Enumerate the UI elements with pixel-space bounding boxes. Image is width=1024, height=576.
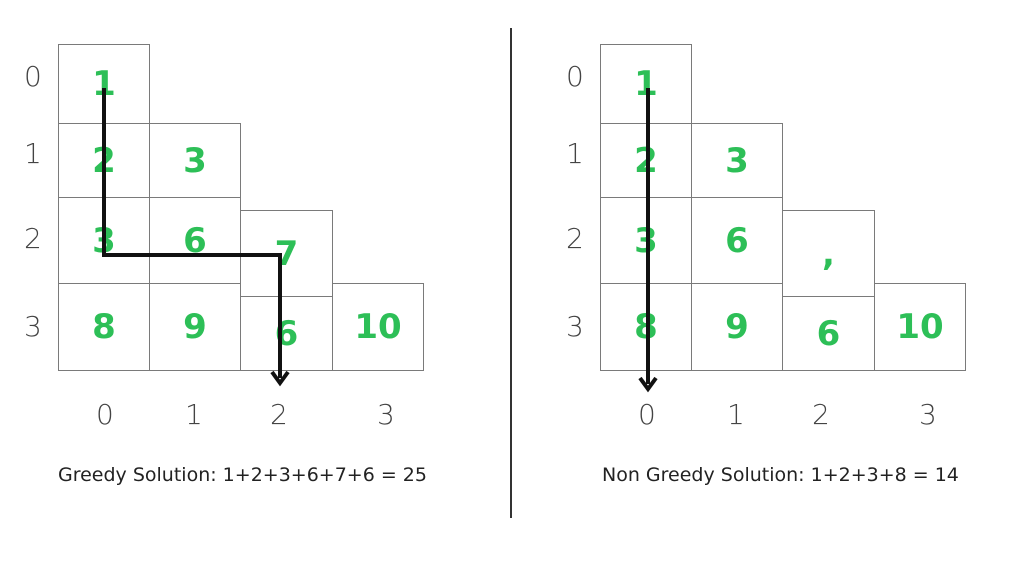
row-label-0: 0	[566, 60, 584, 93]
greedy-caption: Greedy Solution: 1+2+3+6+7+6 = 25	[58, 464, 427, 486]
row-label-3: 3	[566, 310, 584, 343]
cell-r2-c2: ,	[782, 210, 875, 297]
col-label-1: 1	[185, 398, 203, 431]
row-label-3: 3	[24, 310, 42, 343]
row-label-2: 2	[566, 222, 584, 255]
cell-r3-c1: 9	[691, 283, 783, 371]
cell-r1-c1: 3	[149, 123, 241, 198]
cell-r3-c2: 6	[240, 296, 333, 371]
col-label-3: 3	[919, 398, 937, 431]
cell-r3-c1: 9	[149, 283, 241, 371]
cell-r3-c0: 8	[600, 283, 692, 371]
cell-r2-c2: 7	[240, 210, 333, 297]
cell-r0-c0: 1	[600, 44, 692, 124]
row-label-0: 0	[24, 60, 42, 93]
cell-r3-c3: 10	[874, 283, 966, 371]
cell-r3-c2: 6	[782, 296, 875, 371]
row-label-2: 2	[24, 222, 42, 255]
col-label-2: 2	[270, 398, 288, 431]
cell-r1-c0: 2	[58, 123, 150, 198]
cell-r1-c1: 3	[691, 123, 783, 198]
col-label-0: 0	[638, 398, 656, 431]
cell-r0-c0: 1	[58, 44, 150, 124]
cell-r3-c3: 10	[332, 283, 424, 371]
row-label-1: 1	[24, 137, 42, 170]
col-label-3: 3	[377, 398, 395, 431]
col-label-2: 2	[812, 398, 830, 431]
cell-r1-c0: 2	[600, 123, 692, 198]
cell-r2-c0: 3	[58, 197, 150, 284]
row-label-1: 1	[566, 137, 584, 170]
cell-r3-c0: 8	[58, 283, 150, 371]
non-greedy-caption: Non Greedy Solution: 1+2+3+8 = 14	[602, 464, 959, 486]
col-label-0: 0	[96, 398, 114, 431]
col-label-1: 1	[727, 398, 745, 431]
greedy-panel: 0 1 2 3 1 2 3 3 6 7 8 9 6 10 0 1 2 3 Gre…	[24, 44, 427, 486]
panel-divider	[510, 28, 512, 518]
cell-r2-c1: 6	[691, 197, 783, 284]
non-greedy-panel: 0 1 2 3 1 2 3 3 6 , 8 9 6 10 0 1 2 3 Non…	[542, 0, 1024, 576]
cell-r2-c1: 6	[149, 197, 241, 284]
cell-r2-c0: 3	[600, 197, 692, 284]
